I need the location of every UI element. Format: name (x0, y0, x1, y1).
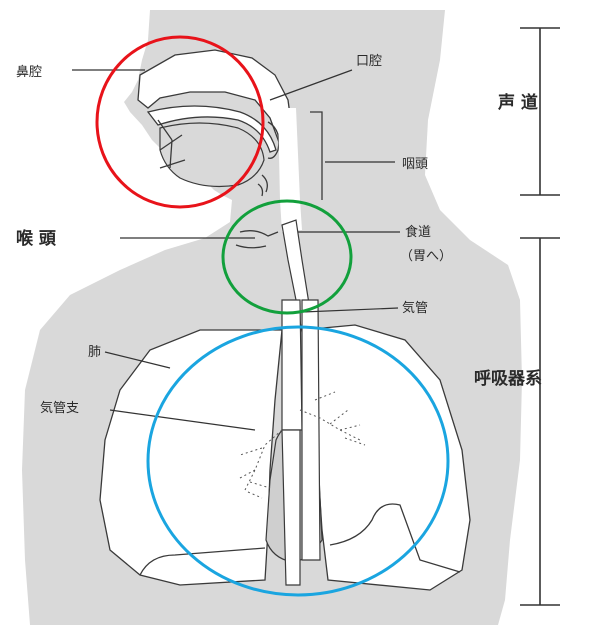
esophagus-lower (302, 300, 320, 560)
label-oral-cavity: 口腔 (356, 54, 382, 69)
label-respiratory-system: 呼吸器系 (474, 369, 542, 389)
label-trachea: 気管 (402, 300, 428, 316)
label-esophagus: 食道 (405, 224, 431, 240)
label-lung: 肺 (88, 345, 101, 360)
respiratory-bracket (520, 238, 560, 605)
label-esophagus-sub: （胃へ） (400, 249, 452, 264)
label-vocal-tract: 声 道 (497, 92, 538, 113)
label-pharynx: 咽頭 (402, 157, 428, 172)
trachea-tube (282, 300, 302, 430)
label-nasal-cavity: 鼻腔 (16, 64, 42, 80)
label-bronchus: 気管支 (40, 400, 79, 416)
label-larynx: 喉 頭 (16, 228, 57, 249)
